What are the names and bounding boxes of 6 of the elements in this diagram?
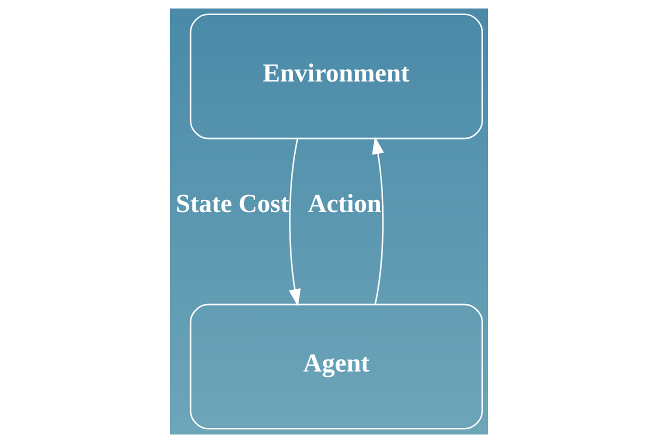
- arrow: [288, 138, 300, 306]
- node-box: Environment: [189, 14, 482, 140]
- node-box: Agent: [189, 304, 482, 430]
- arrow: [372, 136, 384, 304]
- edge-label: State Cost: [175, 189, 289, 218]
- edge-label: Action: [307, 188, 381, 218]
